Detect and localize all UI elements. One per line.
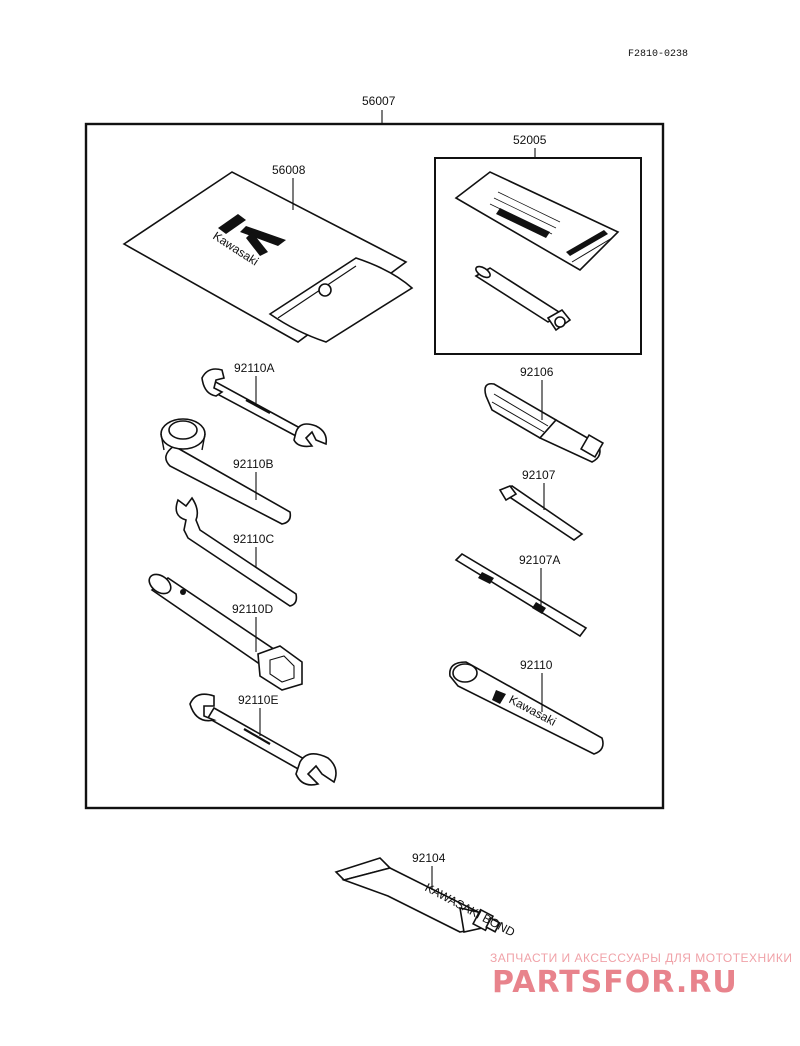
watermark-brand[interactable]: PARTSFOR.RU [492, 965, 738, 1000]
label-56008: 56008 [272, 163, 306, 177]
label-92110c: 92110C [233, 532, 274, 546]
owners-manual [454, 171, 620, 272]
label-92107a: 92107A [519, 553, 560, 567]
label-92110: 92110 [520, 658, 553, 672]
screwdriver-bit-a [454, 552, 588, 638]
wrench-92110c [175, 496, 298, 607]
wrench-92110b [160, 418, 292, 525]
label-92110b: 92110B [233, 457, 273, 471]
wrench-92110e [189, 693, 337, 786]
label-92107: 92107 [522, 468, 556, 482]
label-92106: 92106 [520, 365, 554, 379]
tool-kit-frame [84, 122, 665, 810]
tool-pouch: Kawasaki [122, 171, 414, 343]
spoke-tool [474, 265, 572, 332]
screwdriver-handle [484, 382, 605, 463]
label-92104: 92104 [412, 851, 446, 865]
label-52005: 52005 [513, 133, 547, 147]
grease-tube: KAWASAKI BOND [334, 857, 518, 940]
kawasaki-logo [218, 214, 286, 256]
screwdriver-bit [498, 485, 584, 541]
label-56007: 56007 [362, 94, 396, 108]
label-92110d: 92110D [232, 602, 273, 616]
label-92110a: 92110A [234, 361, 274, 375]
wrench-92110a [201, 368, 328, 448]
manual-kit-frame [434, 157, 642, 355]
wrench-92110d [148, 573, 303, 691]
label-92110e: 92110E [238, 693, 278, 707]
watermark-caption: ЗАПЧАСТИ И АКСЕССУАРЫ ДЛЯ МОТОТЕХНИКИ [490, 951, 792, 965]
ring-wrench-92110: Kawasaki [449, 661, 604, 755]
diagram-code: F2810-0238 [628, 49, 688, 60]
